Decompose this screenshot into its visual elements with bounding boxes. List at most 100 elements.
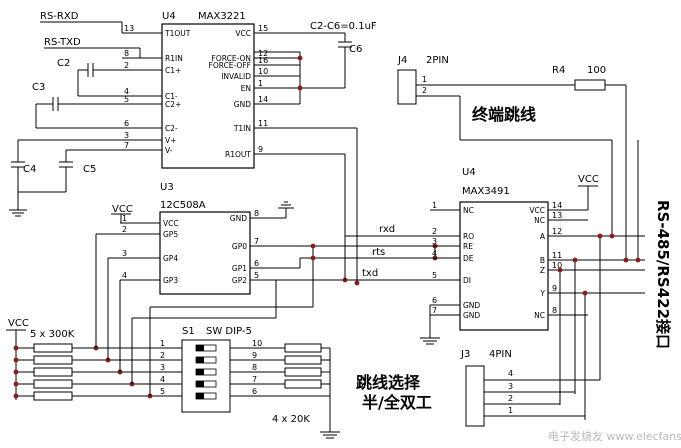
duplex-jumper: J3 4PIN 4 3 2 1 跳线选择 半/全双工 xyxy=(356,349,600,427)
j4-body xyxy=(397,69,417,105)
net-rxd: rxd xyxy=(379,224,395,235)
s1-left-pin: 1 xyxy=(160,339,165,348)
u4b-pin-name: DI xyxy=(463,276,471,285)
pullup-vcc-label: VCC xyxy=(8,318,29,329)
u3-pin-number: 1 xyxy=(122,214,127,223)
ic-u4b-body xyxy=(459,201,549,331)
j3-ref: J3 xyxy=(460,349,470,360)
dip-knob xyxy=(196,345,204,351)
u4a-pin-number: 7 xyxy=(124,141,129,150)
u4b-pin-name: VCC xyxy=(529,206,545,215)
pulldown-label: 4 x 20K xyxy=(272,414,310,425)
u4a-pin-number: 14 xyxy=(258,95,268,104)
j4-pin-1: 1 xyxy=(422,75,427,84)
u4b-pin-name: GND xyxy=(463,311,480,320)
terminator-jumper: J4 2PIN 1 2 终端跳线 R4 100 xyxy=(397,55,627,260)
cap-c3-label: C3 xyxy=(32,82,45,93)
u3-pin-number: 5 xyxy=(254,271,259,280)
cap-note: C2-C6=0.1uF xyxy=(310,21,377,32)
u4a-pin-name: C1+ xyxy=(165,66,181,75)
u3-pin-number: 7 xyxy=(254,237,259,246)
pullup-resistor xyxy=(33,367,73,377)
u4b-pin-number: 7 xyxy=(432,306,437,315)
u4b-pin-name: DE xyxy=(463,254,474,263)
ic-u4a-part: MAX3221 xyxy=(198,11,246,22)
u4b-pin-number: 4 xyxy=(432,249,437,258)
j4-ref: J4 xyxy=(397,55,407,66)
u4a-pin-name: C2- xyxy=(165,124,178,133)
u3-vcc-label: VCC xyxy=(112,204,133,215)
u4a-pin-name: T1IN xyxy=(233,124,251,133)
pulldown-resistor xyxy=(284,367,322,377)
u4a-pin-name: T1OUT xyxy=(164,29,191,38)
j3-pin-1: 1 xyxy=(508,406,513,415)
s1-right-pin: 6 xyxy=(252,387,257,396)
u4a-pin-number: 1 xyxy=(258,79,263,88)
u4b-pin-number: 8 xyxy=(552,306,557,315)
r4-ref: R4 xyxy=(552,65,565,76)
s1-right-pin: 9 xyxy=(252,351,257,360)
u4b-pin-name: RO xyxy=(463,232,474,241)
u4a-pin-number: 15 xyxy=(258,24,268,33)
u4a-pin-number: 10 xyxy=(258,67,268,76)
u4a-pin-number: 3 xyxy=(124,131,129,140)
s1-ref: S1 xyxy=(182,326,195,337)
s1-left-pin: 5 xyxy=(160,387,165,396)
pullup-label: 5 x 300K xyxy=(30,329,75,340)
u4a-pin-name: C1- xyxy=(165,92,178,101)
j3-body xyxy=(465,365,485,427)
ic-u4a-ref: U4 xyxy=(162,11,176,22)
rs232-inputs: RS-RXD RS-TXD xyxy=(40,11,162,59)
u4a-pin-number: 11 xyxy=(258,119,268,128)
j3-caption-2: 半/全双工 xyxy=(362,393,432,412)
junction-dot xyxy=(13,381,19,387)
u4b-pin-number: 12 xyxy=(552,227,562,236)
u4a-pin-number: 5 xyxy=(124,95,129,104)
dip-knob xyxy=(196,393,204,399)
u4a-pin-name: GND xyxy=(234,100,251,109)
u3-pin-number: 2 xyxy=(122,225,127,234)
u4b-pin-number: 11 xyxy=(552,251,562,260)
u3-pin-name: GND xyxy=(230,214,247,223)
u3-pin-number: 4 xyxy=(122,271,127,280)
j3-type: 4PIN xyxy=(489,349,512,360)
net-rts: rts xyxy=(372,247,385,258)
dip-knob xyxy=(196,357,204,363)
junction-dot xyxy=(13,369,19,375)
u4a-pin-name: R1IN xyxy=(165,54,183,63)
ic-u4b-part: MAX3491 xyxy=(462,186,510,197)
net-txd: txd xyxy=(362,268,378,279)
u4b-pin-name: Y xyxy=(539,289,545,298)
u3-pin-name: GP3 xyxy=(163,276,178,285)
s1-left-pin: 2 xyxy=(160,351,165,360)
ic-u4b-ref: U4 xyxy=(462,167,476,178)
u4b-pin-number: 1 xyxy=(432,201,437,210)
j3-pin-3: 3 xyxy=(508,382,513,391)
j3-caption-1: 跳线选择 xyxy=(356,373,421,392)
net-rs-rxd: RS-RXD xyxy=(40,11,79,22)
capacitors-u4: C2 C3 C4 C5 xyxy=(9,58,162,217)
ic-u3-12c508a: VCC U3 12C508A 1VCC2GP53GP44GP38GND7GP06… xyxy=(111,182,294,295)
u4b-pin-name: GND xyxy=(463,301,480,310)
u4b-pin-name: A xyxy=(540,232,546,241)
u4a-pin-name: INVALID xyxy=(221,72,251,81)
ic-u4-max3491: U4 MAX3491 1NC2RO3RE4DE5DI6GND7GND14VCC1… xyxy=(420,167,599,345)
u3-pin-name: GP0 xyxy=(232,242,247,251)
u3-pin-name: GP2 xyxy=(232,276,247,285)
j3-pin-4: 4 xyxy=(508,369,513,378)
u4a-pin-name: R1OUT xyxy=(225,150,251,159)
u3-pin-number: 3 xyxy=(122,249,127,258)
u4a-pin-number: 6 xyxy=(124,119,129,128)
s1-left-pin: 4 xyxy=(160,375,165,384)
u4b-vcc-label: VCC xyxy=(578,174,599,185)
u4b-pin-number: 6 xyxy=(432,296,437,305)
ic-u4-max3221: U4 MAX3221 13T1OUT8R1IN2C1+4C1-5C2+6C2-3… xyxy=(122,11,300,169)
dip-knob xyxy=(196,369,204,375)
u3-pin-number: 8 xyxy=(254,209,259,218)
u4b-pin-number: 3 xyxy=(432,237,437,246)
u4a-pin-number: 13 xyxy=(124,24,134,33)
net-rs-txd: RS-TXD xyxy=(44,37,81,48)
pulldown-resistor xyxy=(284,355,322,365)
u3-pin-number: 6 xyxy=(254,259,259,268)
